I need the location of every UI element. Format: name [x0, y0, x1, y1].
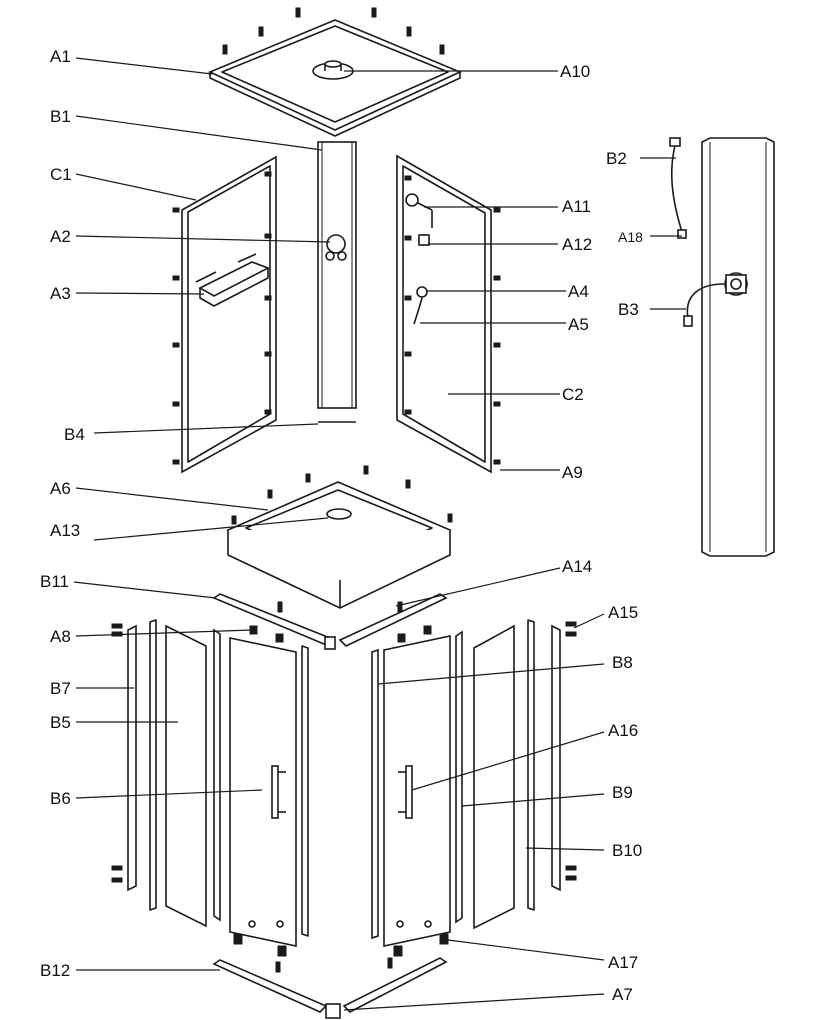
label-a16: A16 [608, 721, 638, 740]
label-b10: B10 [612, 841, 642, 860]
label-b4: B4 [64, 425, 85, 444]
label-b5: B5 [50, 713, 71, 732]
label-a12: A12 [562, 235, 592, 254]
label-a6: A6 [50, 479, 71, 498]
leader-lines [73, 57, 686, 1011]
label-a1: A1 [50, 47, 71, 66]
left-wall-panel [172, 155, 277, 474]
label-a3: A3 [50, 284, 71, 303]
label-a2: A2 [50, 227, 71, 246]
label-b1: B1 [50, 107, 71, 126]
label-b7: B7 [50, 679, 71, 698]
label-a15: A15 [608, 603, 638, 622]
center-column-panel [317, 141, 357, 423]
part-labels: A1 B1 C1 A2 A3 B4 A6 A13 B11 A8 B7 B5 B6… [40, 47, 643, 1004]
label-c1: C1 [50, 165, 72, 184]
label-a17: A17 [608, 953, 638, 972]
label-b6: B6 [50, 789, 71, 808]
label-b9: B9 [612, 783, 633, 802]
label-b12: B12 [40, 961, 70, 980]
label-b3: B3 [618, 300, 639, 319]
label-a14: A14 [562, 557, 592, 576]
right-wall-panel [396, 154, 501, 474]
label-a8: A8 [50, 627, 71, 646]
label-a5: A5 [568, 315, 589, 334]
label-a13: A13 [50, 521, 80, 540]
label-a9: A9 [562, 463, 583, 482]
label-a7: A7 [612, 985, 633, 1004]
label-c2: C2 [562, 385, 584, 404]
label-b8: B8 [612, 653, 633, 672]
label-b2: B2 [606, 149, 627, 168]
roof-panel [208, 7, 462, 137]
shower-tray [226, 465, 453, 609]
label-b11: B11 [40, 572, 69, 591]
side-column-panel [669, 137, 775, 557]
label-a18: A18 [618, 229, 643, 245]
label-a11: A11 [562, 197, 591, 216]
label-a10: A10 [560, 62, 590, 81]
label-a4: A4 [568, 282, 589, 301]
door-assembly [111, 593, 577, 1019]
